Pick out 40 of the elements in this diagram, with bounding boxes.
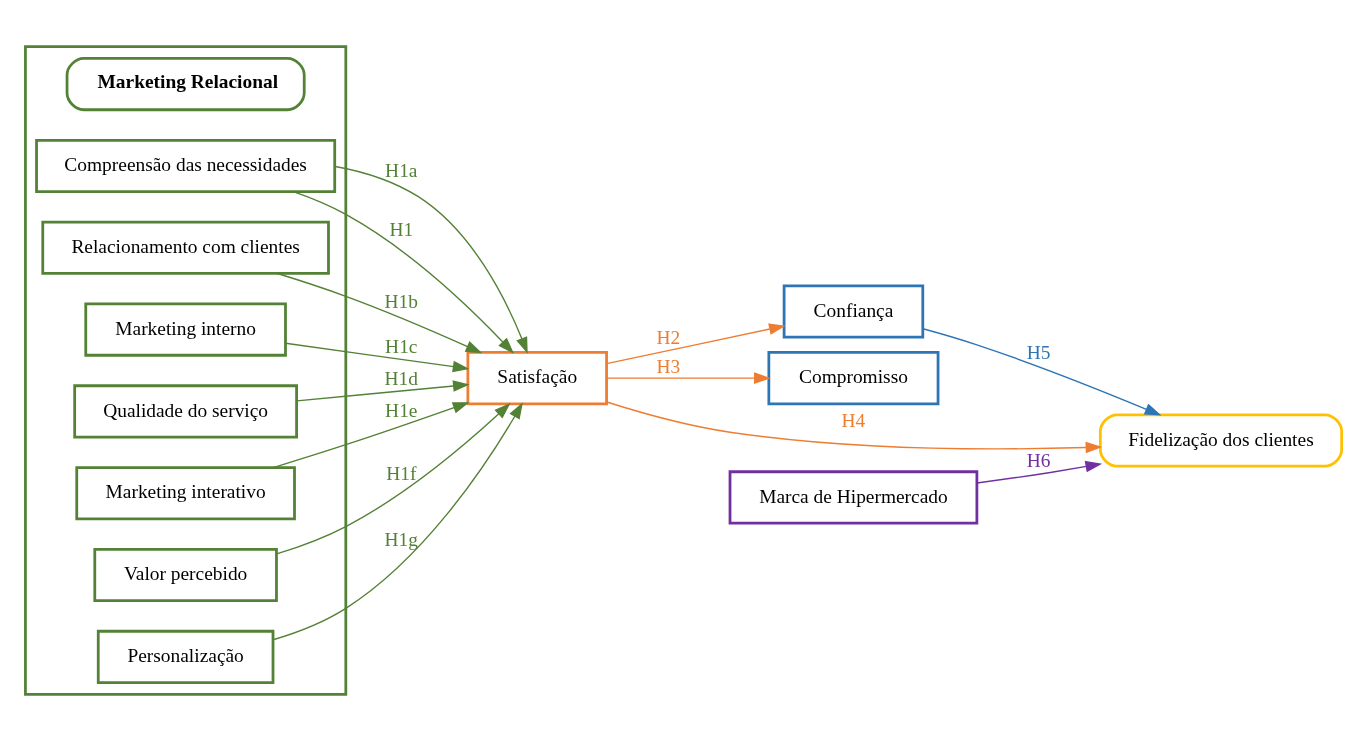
edge-label: H1 xyxy=(389,218,414,240)
edge-label: H1d xyxy=(384,367,419,389)
arrow xyxy=(276,272,483,353)
edge-label: H5 xyxy=(1026,341,1051,363)
node-box: Marketing interativo xyxy=(75,465,296,520)
node-box: Confiança xyxy=(782,284,925,339)
node-box: Marketing interno xyxy=(84,302,287,357)
edge-label: H1c xyxy=(385,335,418,357)
arrow xyxy=(922,327,1162,415)
arrow xyxy=(284,342,470,372)
edge-label: H1f xyxy=(386,462,417,484)
node-box: Compreensão das necessidades xyxy=(35,138,337,193)
arrow xyxy=(605,371,771,384)
node-box: Relacionamento com clientes xyxy=(41,220,330,275)
node-box: Personalização xyxy=(96,629,275,684)
edge-label: H2 xyxy=(656,326,681,348)
arrow xyxy=(976,460,1103,484)
arrow xyxy=(292,190,514,354)
node-box: Satisfação xyxy=(466,350,608,405)
edge-label: H1b xyxy=(384,290,419,312)
node-box: Compromisso xyxy=(767,350,940,405)
arrow xyxy=(606,400,1103,453)
node-box: Fidelização dos clientes xyxy=(1098,413,1344,468)
cluster xyxy=(24,44,348,696)
arrow xyxy=(334,165,528,354)
arrow xyxy=(272,401,470,468)
edge-label: H1e xyxy=(385,399,418,421)
edge-label: H1g xyxy=(384,528,419,550)
arrow xyxy=(272,401,523,640)
node-box: Marketing Relacional xyxy=(65,56,306,111)
edge-label: H1a xyxy=(385,159,418,181)
arrow xyxy=(275,402,511,555)
edge-label: H6 xyxy=(1026,449,1051,471)
node-box: Marca de Hipermercado xyxy=(728,469,979,524)
edge-label: H3 xyxy=(656,355,681,377)
arrow xyxy=(605,322,786,364)
node-box: Qualidade do serviço xyxy=(73,383,298,438)
arrow xyxy=(296,379,470,402)
edge-label: H4 xyxy=(841,409,866,431)
node-box: Valor percebido xyxy=(93,547,278,602)
